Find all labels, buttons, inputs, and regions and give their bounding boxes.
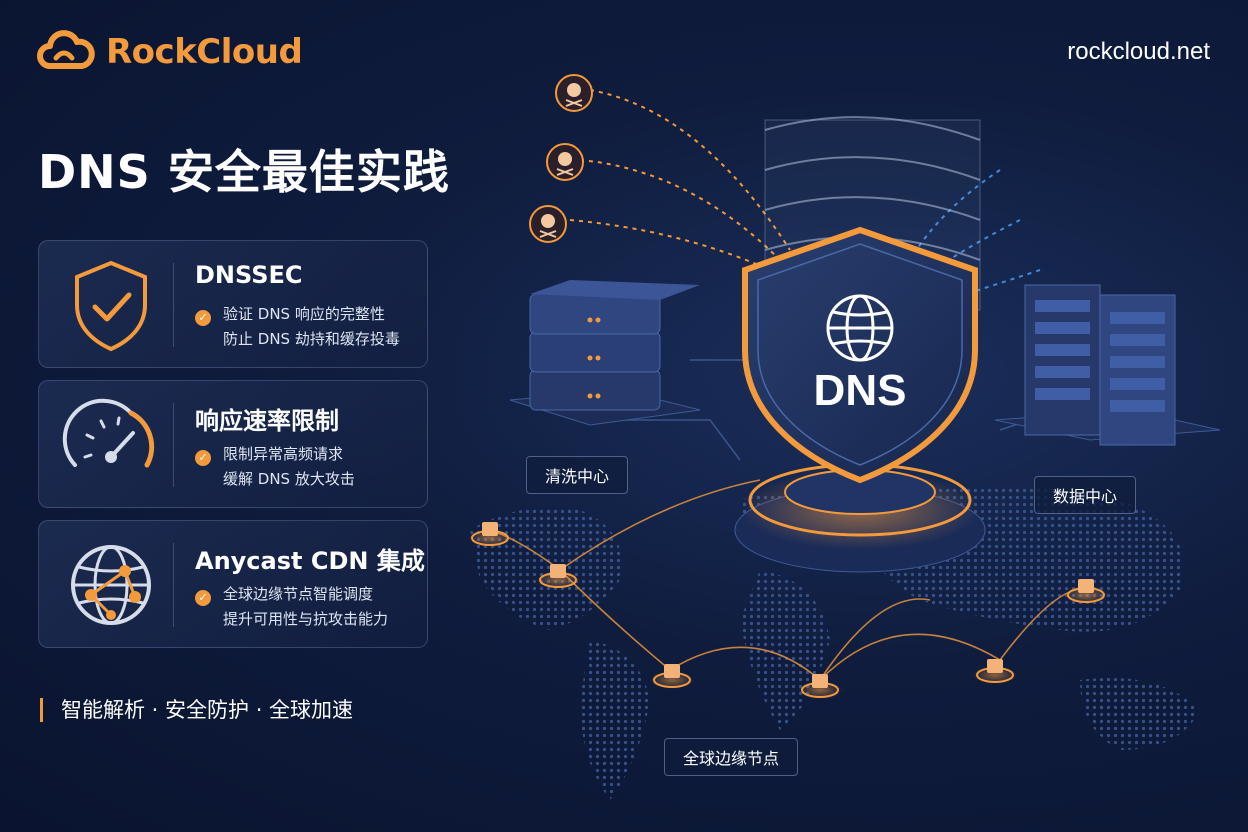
check-icon: ✓ bbox=[195, 590, 211, 606]
dns-shield-icon bbox=[742, 226, 978, 484]
card-anycast: Anycast CDN 集成 ✓全球边缘节点智能调度 提升可用性与抗攻击能力 bbox=[38, 520, 428, 648]
label-data-center: 数据中心 bbox=[1034, 476, 1137, 514]
label-scrubbing-center: 清洗中心 bbox=[526, 456, 629, 494]
threat-skull-icon bbox=[529, 205, 567, 243]
dns-security-illustration: DNS 清洗中心 数据中心 全球边缘节点 bbox=[440, 60, 1248, 832]
cloud-logo-icon bbox=[37, 30, 95, 69]
card-line-2: 提升可用性与抗攻击能力 bbox=[223, 610, 389, 628]
globe-network-icon bbox=[71, 545, 151, 625]
threat-skull-icon bbox=[555, 74, 593, 112]
card-divider bbox=[173, 263, 174, 347]
tagline: 智能解析 · 安全防护 · 全球加速 bbox=[40, 698, 353, 722]
threat-skull-icon bbox=[546, 143, 584, 181]
card-line-1: ✓限制异常高频请求 bbox=[195, 443, 343, 466]
speedometer-icon bbox=[62, 398, 155, 468]
check-icon: ✓ bbox=[195, 450, 211, 466]
network-scene: DNS bbox=[468, 74, 1221, 800]
card-title: Anycast CDN 集成 bbox=[195, 547, 425, 575]
shield-check-icon bbox=[75, 260, 147, 352]
card-line-2: 缓解 DNS 放大攻击 bbox=[223, 470, 355, 488]
brand-name: RockCloud bbox=[106, 32, 303, 72]
data-center-rack-icon bbox=[994, 284, 1221, 446]
edge-node-icons bbox=[468, 522, 1108, 699]
shield-pedestal bbox=[734, 463, 986, 573]
card-divider bbox=[173, 403, 174, 487]
shield-label: DNS bbox=[814, 366, 907, 415]
card-divider bbox=[173, 543, 174, 627]
brand-logo: RockCloud bbox=[36, 30, 303, 74]
card-line-1: ✓全球边缘节点智能调度 bbox=[195, 583, 373, 606]
check-icon: ✓ bbox=[195, 310, 211, 326]
card-line-1: ✓验证 DNS 响应的完整性 bbox=[195, 303, 385, 326]
card-line-2: 防止 DNS 劫持和缓存投毒 bbox=[223, 330, 400, 348]
label-edge-nodes: 全球边缘节点 bbox=[664, 738, 799, 776]
card-dnssec: DNSSEC ✓验证 DNS 响应的完整性 防止 DNS 劫持和缓存投毒 bbox=[38, 240, 428, 368]
page-title: DNS 安全最佳实践 bbox=[38, 145, 450, 199]
site-url: rockcloud.net bbox=[1067, 38, 1210, 65]
card-title: 响应速率限制 bbox=[195, 407, 339, 435]
card-rate-limit: 响应速率限制 ✓限制异常高频请求 缓解 DNS 放大攻击 bbox=[38, 380, 428, 508]
scrubbing-server-icon bbox=[509, 280, 701, 426]
card-title: DNSSEC bbox=[195, 261, 303, 289]
